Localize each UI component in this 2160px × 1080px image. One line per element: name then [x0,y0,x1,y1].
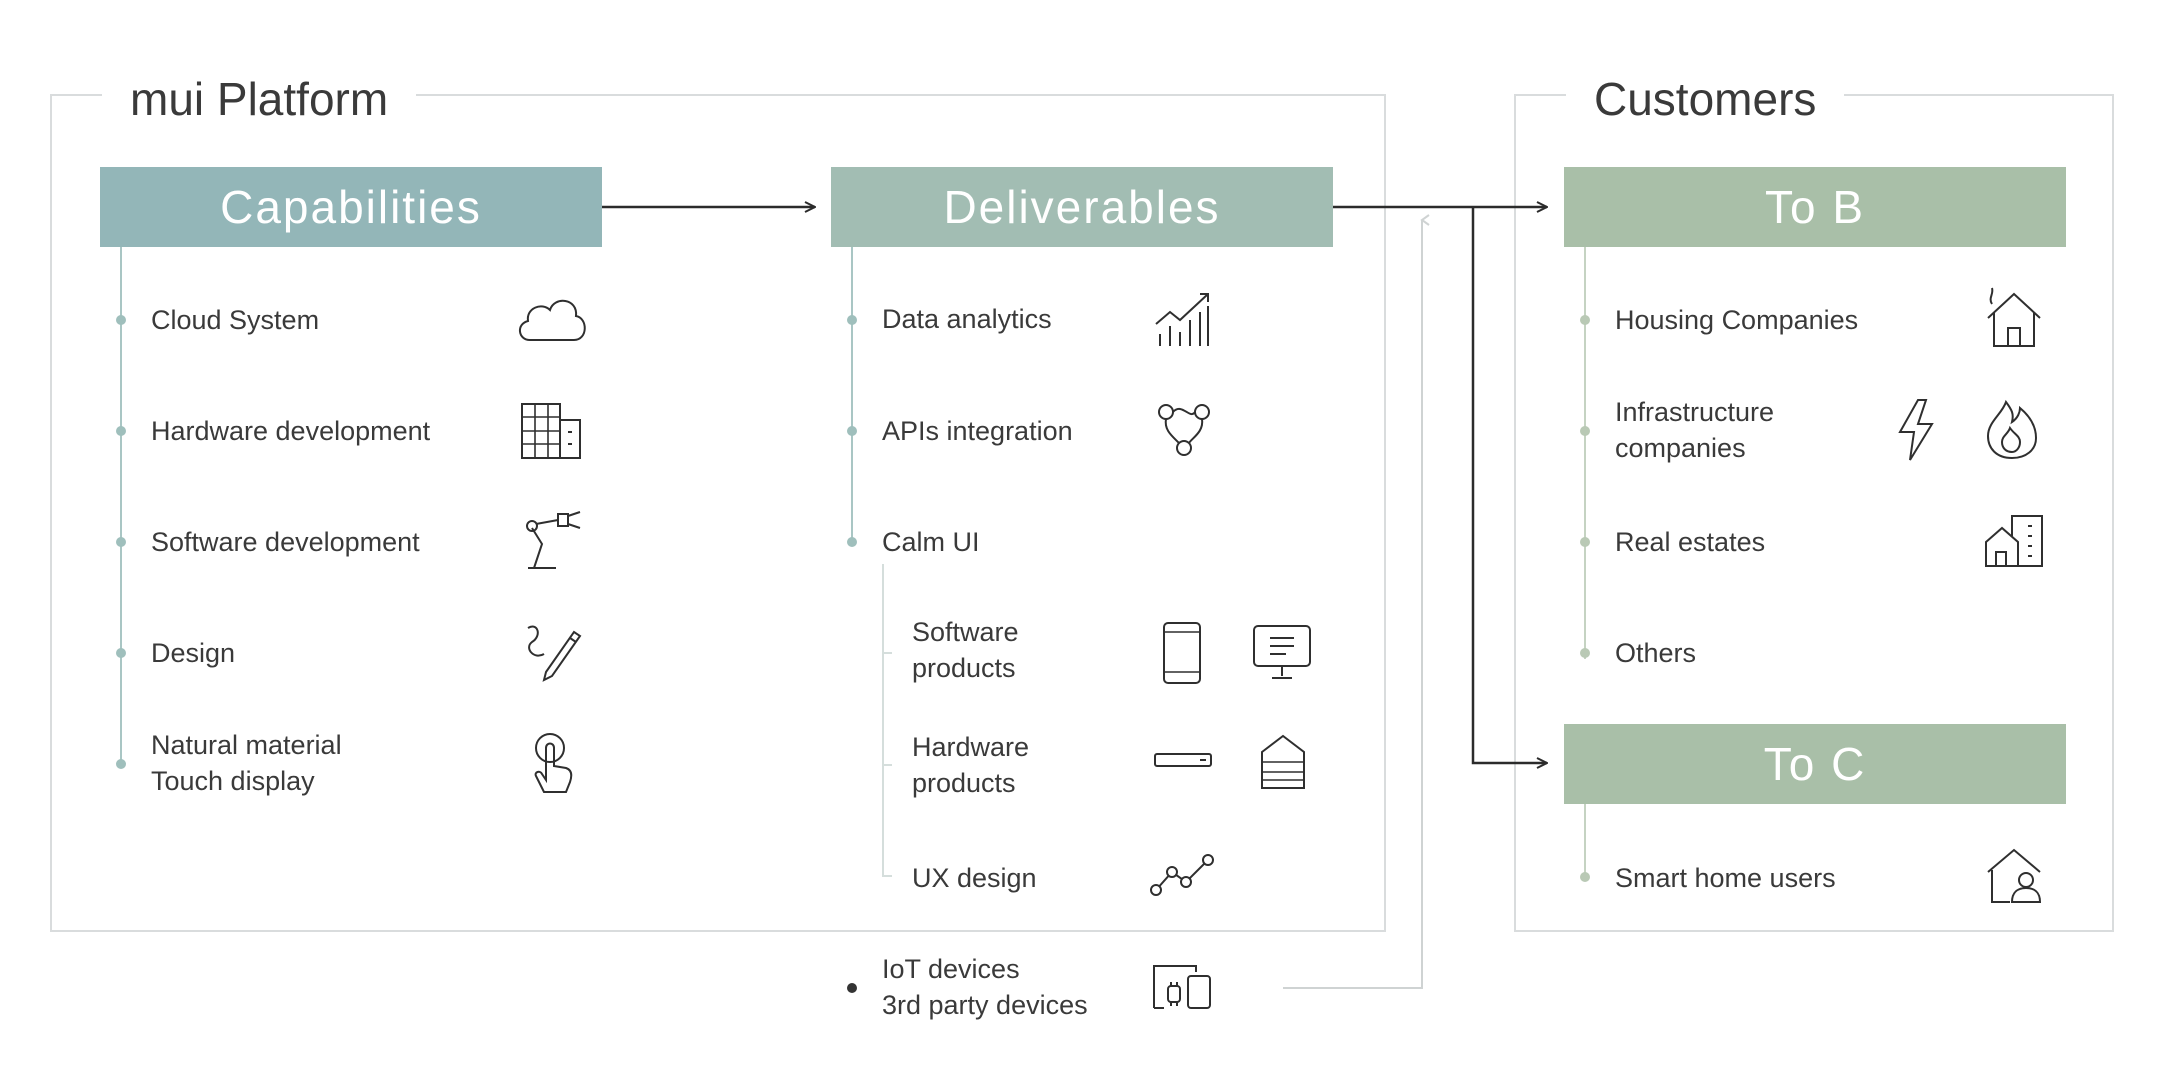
capability-hardware-development: Hardware development [151,416,431,446]
iot-devices-label: IoT devices [882,954,1020,984]
bullet [1580,648,1590,658]
toc-smart-home-users: Smart home users [1615,863,1836,893]
bullet [116,426,126,436]
capability-touch-display: Touch display [151,766,315,796]
platform-frame [50,94,1386,932]
pencil-icon [524,620,584,684]
home-user-icon [1982,846,2046,906]
to-b-header: To B [1564,167,2066,247]
bullet [116,315,126,325]
deliverables-header: Deliverables [831,167,1333,247]
bullet [847,315,857,325]
sub-tick [882,875,892,877]
bullet [116,537,126,547]
sub-tick [882,764,892,766]
capability-software-development: Software development [151,527,420,557]
bullet [847,426,857,436]
sensor-bar-icon [1152,748,1214,772]
capabilities-header: Capabilities [100,167,602,247]
calm-ui-software-line1: Software [912,617,1019,647]
calm-ui-ux-design: UX design [912,863,1037,893]
calm-ui-hardware-line2: products [912,768,1016,798]
tob-infrastructure-line1: Infrastructure [1615,397,1775,427]
tob-real-estates: Real estates [1615,527,1766,557]
devices-icon [1150,960,1216,1012]
bullet [116,648,126,658]
deliverable-calm-ui: Calm UI [882,527,980,557]
tablet-icon [1160,620,1204,686]
robot-arm-icon [522,510,588,572]
to-b-timeline [1584,247,1586,659]
house-icon [1982,286,2046,350]
flame-icon [1984,398,2040,462]
deliverable-apis-integration: APIs integration [882,416,1073,446]
calm-ui-software-line2: products [912,653,1016,683]
bullet-iot [847,983,857,993]
bullet [847,537,857,547]
capability-cloud-system: Cloud System [151,305,320,335]
deliverable-data-analytics: Data analytics [882,304,1052,334]
capability-design: Design [151,638,236,668]
capabilities-timeline [120,247,122,764]
home-device-icon [1258,732,1308,792]
api-network-icon [1152,398,1216,460]
chart-bars-icon [1152,290,1214,350]
iot-connector-line [1283,214,1430,989]
cloud-icon [512,288,592,348]
touch-hand-icon [524,728,584,798]
customers-title: Customers [1566,69,1845,129]
to-c-header: To C [1564,724,2066,804]
bullet [1580,537,1590,547]
monitor-icon [1250,622,1314,684]
to-c-timeline [1584,804,1586,877]
calm-ui-subtimeline [882,564,884,876]
bullet [116,759,126,769]
third-party-devices-label: 3rd party devices [882,990,1088,1020]
arrow-deliverables-to-toc [1471,207,1547,763]
calm-ui-hardware-line1: Hardware [912,732,1030,762]
deliverables-timeline [851,247,853,544]
sub-tick [882,652,892,654]
tob-housing-companies: Housing Companies [1615,305,1859,335]
tob-others: Others [1615,638,1697,668]
real-estate-icon [1982,512,2048,570]
platform-title: mui Platform [102,69,417,129]
capability-natural-material: Natural material [151,730,342,760]
line-graph-icon [1148,852,1218,898]
bullet [1580,426,1590,436]
tob-infrastructure-line2: companies [1615,433,1746,463]
lightning-icon [1896,398,1936,462]
building-grid-icon [518,400,588,462]
bullet [1580,872,1590,882]
bullet [1580,315,1590,325]
